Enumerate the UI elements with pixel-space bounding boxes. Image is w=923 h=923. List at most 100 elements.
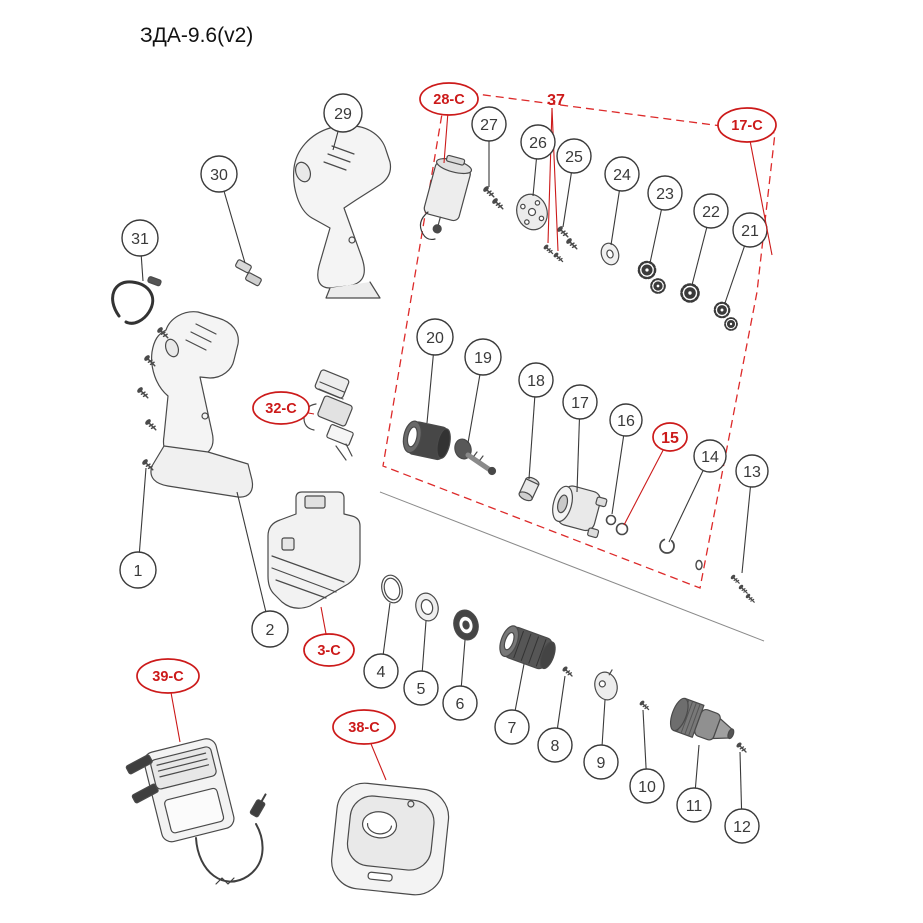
svg-text:14: 14 <box>701 449 719 466</box>
balloon-21: 21 <box>724 212 768 304</box>
svg-text:24: 24 <box>613 167 631 184</box>
svg-text:12: 12 <box>733 819 751 836</box>
part-gears-21 <box>713 301 738 331</box>
balloon-39-c: 39-C <box>136 658 200 743</box>
part-gearbox-housing <box>552 485 608 539</box>
balloon-30: 30 <box>200 155 246 264</box>
part-output-shaft <box>454 438 497 476</box>
part-gear-22 <box>680 283 700 303</box>
svg-text:32-C: 32-C <box>265 401 297 417</box>
balloon-13: 13 <box>735 454 769 574</box>
balloon-2: 2 <box>236 491 289 648</box>
balloon-27: 27 <box>471 106 507 187</box>
part-motor <box>419 154 473 241</box>
svg-text:31: 31 <box>131 231 149 248</box>
svg-text:6: 6 <box>456 696 465 713</box>
svg-text:7: 7 <box>508 720 517 737</box>
balloon-23: 23 <box>647 175 683 264</box>
balloon-10: 10 <box>629 709 665 804</box>
balloon-layer: 29303128-C273726252423222117-C2019181716… <box>119 82 777 844</box>
balloon-38-c: 38-C <box>332 709 396 781</box>
part-rings-16-15 <box>605 514 629 536</box>
svg-text:25: 25 <box>565 149 583 166</box>
balloon-5: 5 <box>403 620 439 706</box>
balloon-12: 12 <box>724 751 760 844</box>
part-o-ring <box>381 574 403 604</box>
part-washer-24 <box>600 242 620 266</box>
part-circlip <box>659 538 675 554</box>
part-screws-37 <box>542 243 566 265</box>
svg-text:3-C: 3-C <box>317 643 341 659</box>
plane-edge-line <box>379 491 765 642</box>
balloon-29: 29 <box>323 93 363 151</box>
part-screws-25 <box>555 224 580 252</box>
svg-text:15: 15 <box>661 430 679 447</box>
balloon-17-c: 17-C <box>717 107 777 256</box>
balloon-22: 22 <box>691 193 729 286</box>
part-gears-23 <box>637 260 666 294</box>
svg-text:8: 8 <box>551 738 560 755</box>
svg-text:11: 11 <box>686 798 703 815</box>
svg-text:23: 23 <box>656 186 674 203</box>
part-contact-pieces <box>235 259 262 287</box>
balloon-7: 7 <box>494 663 530 745</box>
balloon-25: 25 <box>556 138 592 228</box>
part-battery-pack <box>267 491 361 609</box>
part-bearing <box>453 609 479 641</box>
balloon-20: 20 <box>416 318 454 424</box>
balloon-1: 1 <box>119 467 157 589</box>
balloon-17: 17 <box>562 384 598 493</box>
balloon-6: 6 <box>442 639 478 721</box>
balloon-14: 14 <box>668 439 727 543</box>
balloon-32-c: 32-C <box>252 391 315 425</box>
part-pin <box>518 476 540 502</box>
balloon-3-c: 3-C <box>303 606 355 667</box>
svg-text:20: 20 <box>426 330 444 347</box>
svg-text:37: 37 <box>547 92 565 109</box>
svg-text:30: 30 <box>210 167 228 184</box>
part-trigger-switch <box>303 369 354 461</box>
svg-text:21: 21 <box>741 223 759 240</box>
svg-text:4: 4 <box>377 664 386 681</box>
svg-text:18: 18 <box>527 373 545 390</box>
part-wire <box>111 276 162 325</box>
balloon-8: 8 <box>537 675 573 763</box>
svg-text:26: 26 <box>529 135 547 152</box>
part-ring-and-screws-13 <box>695 559 757 605</box>
balloon-11: 11 <box>676 744 712 823</box>
balloon-31: 31 <box>121 219 159 282</box>
balloon-26: 26 <box>520 124 556 197</box>
part-lower-housing <box>150 311 254 498</box>
svg-text:10: 10 <box>638 779 656 796</box>
svg-text:13: 13 <box>743 464 761 481</box>
svg-text:5: 5 <box>417 681 426 698</box>
balloon-24: 24 <box>604 156 640 246</box>
svg-text:38-C: 38-C <box>348 720 380 736</box>
svg-text:27: 27 <box>480 117 498 134</box>
part-ac-adapter <box>125 738 267 885</box>
part-gear-plate <box>516 193 548 231</box>
part-screw-10 <box>638 699 652 713</box>
part-chuck <box>669 697 735 741</box>
balloon-28-c: 28-C <box>419 82 479 164</box>
svg-text:17-C: 17-C <box>731 118 763 134</box>
svg-text:17: 17 <box>571 395 589 412</box>
balloon-18: 18 <box>518 362 554 480</box>
balloon-37: 37 <box>547 92 565 252</box>
balloon-15: 15 <box>623 422 688 526</box>
part-cam-disc <box>594 669 618 701</box>
diagram-title: ЗДА-9.6(v2) <box>140 24 253 47</box>
svg-text:22: 22 <box>702 204 720 221</box>
svg-text:1: 1 <box>134 563 143 580</box>
svg-text:9: 9 <box>597 755 606 772</box>
balloon-4: 4 <box>363 602 399 689</box>
part-screws-27 <box>481 184 506 212</box>
svg-text:29: 29 <box>334 106 352 123</box>
balloon-19: 19 <box>464 338 502 444</box>
part-upper-housing <box>293 125 392 299</box>
balloon-16: 16 <box>609 403 643 515</box>
svg-text:2: 2 <box>266 622 275 639</box>
balloon-9: 9 <box>583 699 619 780</box>
